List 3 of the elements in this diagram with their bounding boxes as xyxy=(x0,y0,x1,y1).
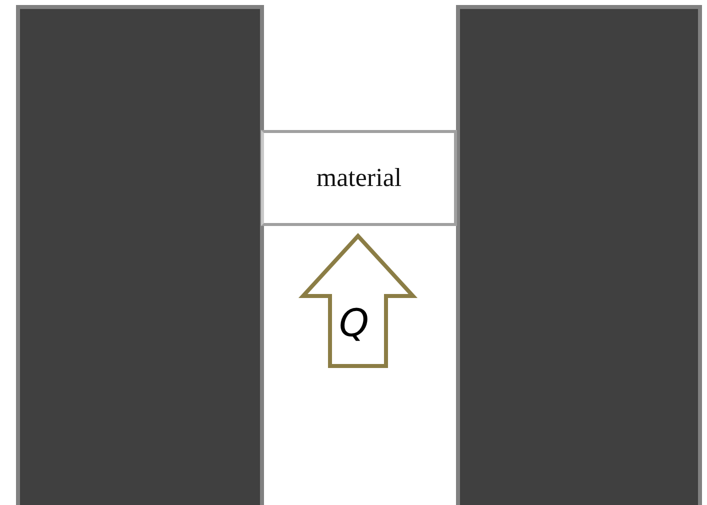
material-box xyxy=(261,130,457,226)
box-label: material xyxy=(316,163,402,193)
heat-symbol: Q xyxy=(339,300,369,346)
